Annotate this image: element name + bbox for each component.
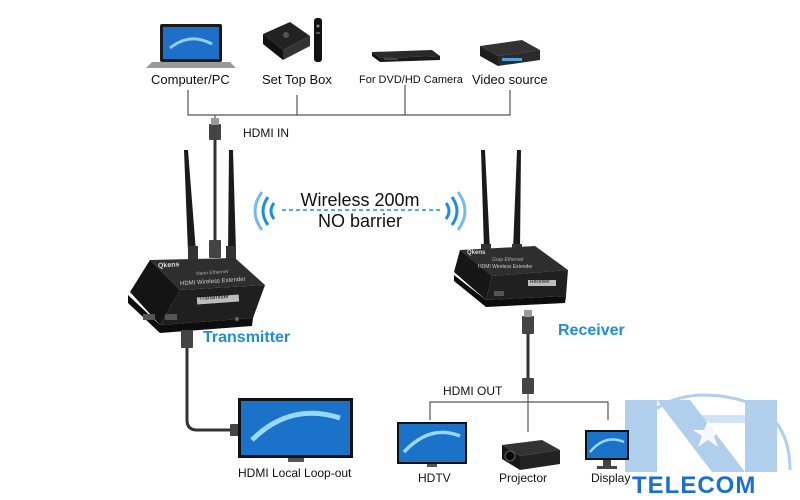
source-label-set-top-box: Set Top Box: [262, 72, 332, 87]
receiver-antennas: [481, 150, 522, 256]
dvd-player-icon: [372, 50, 440, 62]
output-label-hdtv: HDTV: [418, 471, 451, 485]
wireless-range-line1: Wireless 200m: [300, 190, 420, 210]
receiver-box: [454, 246, 568, 307]
hdmi-in-cable: [209, 118, 221, 258]
loop-out-cable: [181, 330, 240, 436]
wireless-range-line2: NO barrier: [317, 211, 402, 231]
loop-out-tv-icon: [238, 398, 353, 462]
hdmi-out-cable: [522, 310, 534, 394]
wireless-range-label: Wireless 200m NO barrier: [280, 190, 440, 232]
transmitter-box: [128, 258, 265, 333]
receiver-tag: Receiver: [530, 279, 550, 285]
projector-icon: [502, 440, 560, 470]
watermark-logo: [625, 393, 792, 472]
source-label-video-source: Video source: [472, 72, 548, 87]
laptop-icon: [146, 24, 236, 68]
transmitter-brand: Qkens: [157, 261, 180, 270]
output-label-display: Display: [591, 471, 631, 485]
transmitter-label: Transmitter: [203, 329, 291, 346]
receiver-model: HDMI Wireless Extender: [478, 264, 533, 270]
source-label-dvd-camera: For DVD/HD Camera: [359, 74, 463, 86]
display-icon: [585, 430, 629, 469]
receiver-label: Receiver: [558, 322, 625, 339]
wifi-signal-right-icon: [444, 191, 467, 231]
source-bus: [187, 85, 511, 130]
loop-out-label: HDMI Local Loop-out: [238, 466, 352, 480]
watermark-text: TELECOM: [632, 472, 757, 499]
media-player-icon: [480, 40, 540, 66]
source-label-computer: Computer/PC: [151, 72, 230, 87]
hdmi-in-label: HDMI IN: [243, 126, 289, 140]
receiver-model-small: Grap Ethernet: [492, 257, 524, 263]
set-top-box-icon: [263, 18, 322, 62]
receiver-brand: Qkens: [467, 250, 486, 256]
transmitter-antennas: [184, 150, 236, 260]
wifi-signal-left-icon: [253, 191, 276, 231]
output-label-projector: Projector: [499, 471, 548, 485]
output-bus: [429, 394, 609, 432]
hdmi-out-label: HDMI OUT: [443, 384, 503, 398]
hdtv-icon: [397, 422, 467, 467]
